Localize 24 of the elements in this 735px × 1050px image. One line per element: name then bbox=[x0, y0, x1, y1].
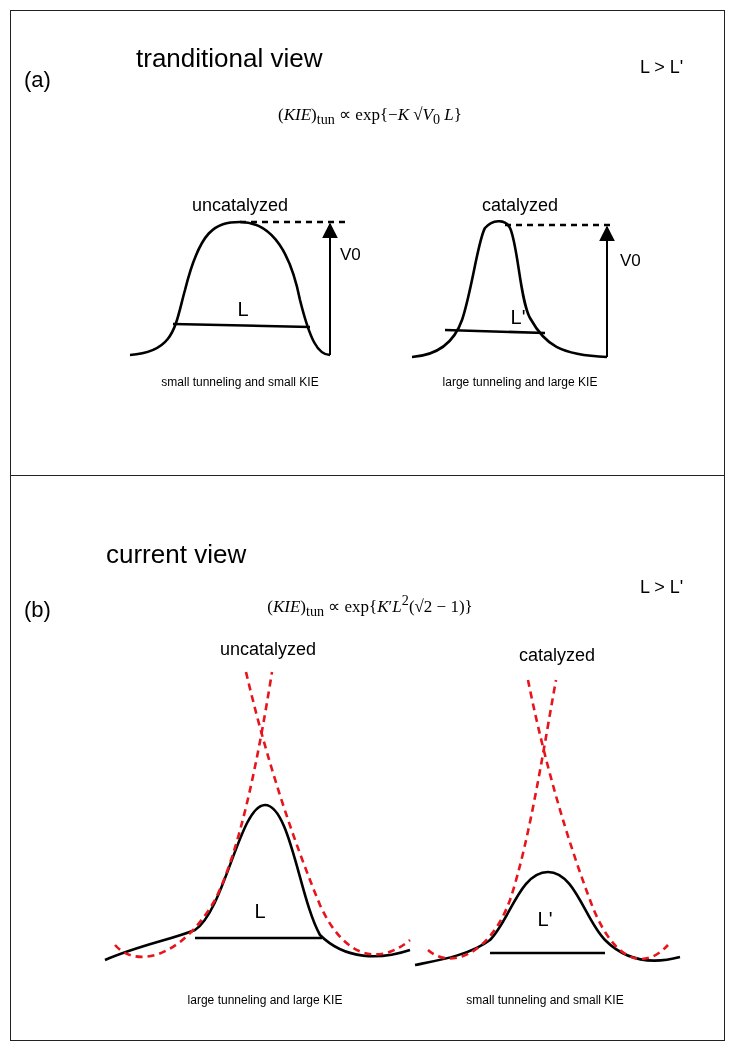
formula: (KIE)$_{tun}$ ∝ exp{−K √V$_{0}$ L} bbox=[278, 106, 462, 128]
caption-text: small tunneling and small KIE bbox=[161, 376, 319, 390]
panel-frame bbox=[10, 475, 725, 1041]
curve-title: catalyzed bbox=[519, 646, 595, 666]
panel-label: (a) bbox=[24, 68, 51, 93]
width-label: L bbox=[254, 900, 266, 922]
width-label: L' bbox=[537, 908, 553, 930]
caption-text: large tunneling and large KIE bbox=[442, 376, 598, 390]
panel-label: (b) bbox=[24, 598, 51, 623]
inequality-label: L > L' bbox=[640, 578, 684, 598]
formula: (KIE)$_{tun}$ ∝ exp{K′L$^{2}$(√2 − 1)} bbox=[267, 593, 473, 620]
barrier-height-label: V0 bbox=[620, 252, 641, 271]
width-label: L bbox=[237, 298, 249, 320]
inequality-label: L > L' bbox=[640, 58, 684, 78]
caption-text: large tunneling and large KIE bbox=[187, 994, 343, 1008]
curve-title: uncatalyzed bbox=[191, 196, 289, 216]
barrier-height-label: V0 bbox=[340, 246, 361, 265]
panel-frame bbox=[10, 10, 725, 476]
curve-title: uncatalyzed bbox=[219, 640, 317, 660]
curve-title: catalyzed bbox=[482, 196, 558, 216]
width-label: L' bbox=[510, 306, 526, 328]
panel-heading: tranditional view bbox=[136, 43, 323, 74]
panel-heading: current view bbox=[106, 539, 247, 570]
caption-text: small tunneling and small KIE bbox=[466, 994, 624, 1008]
